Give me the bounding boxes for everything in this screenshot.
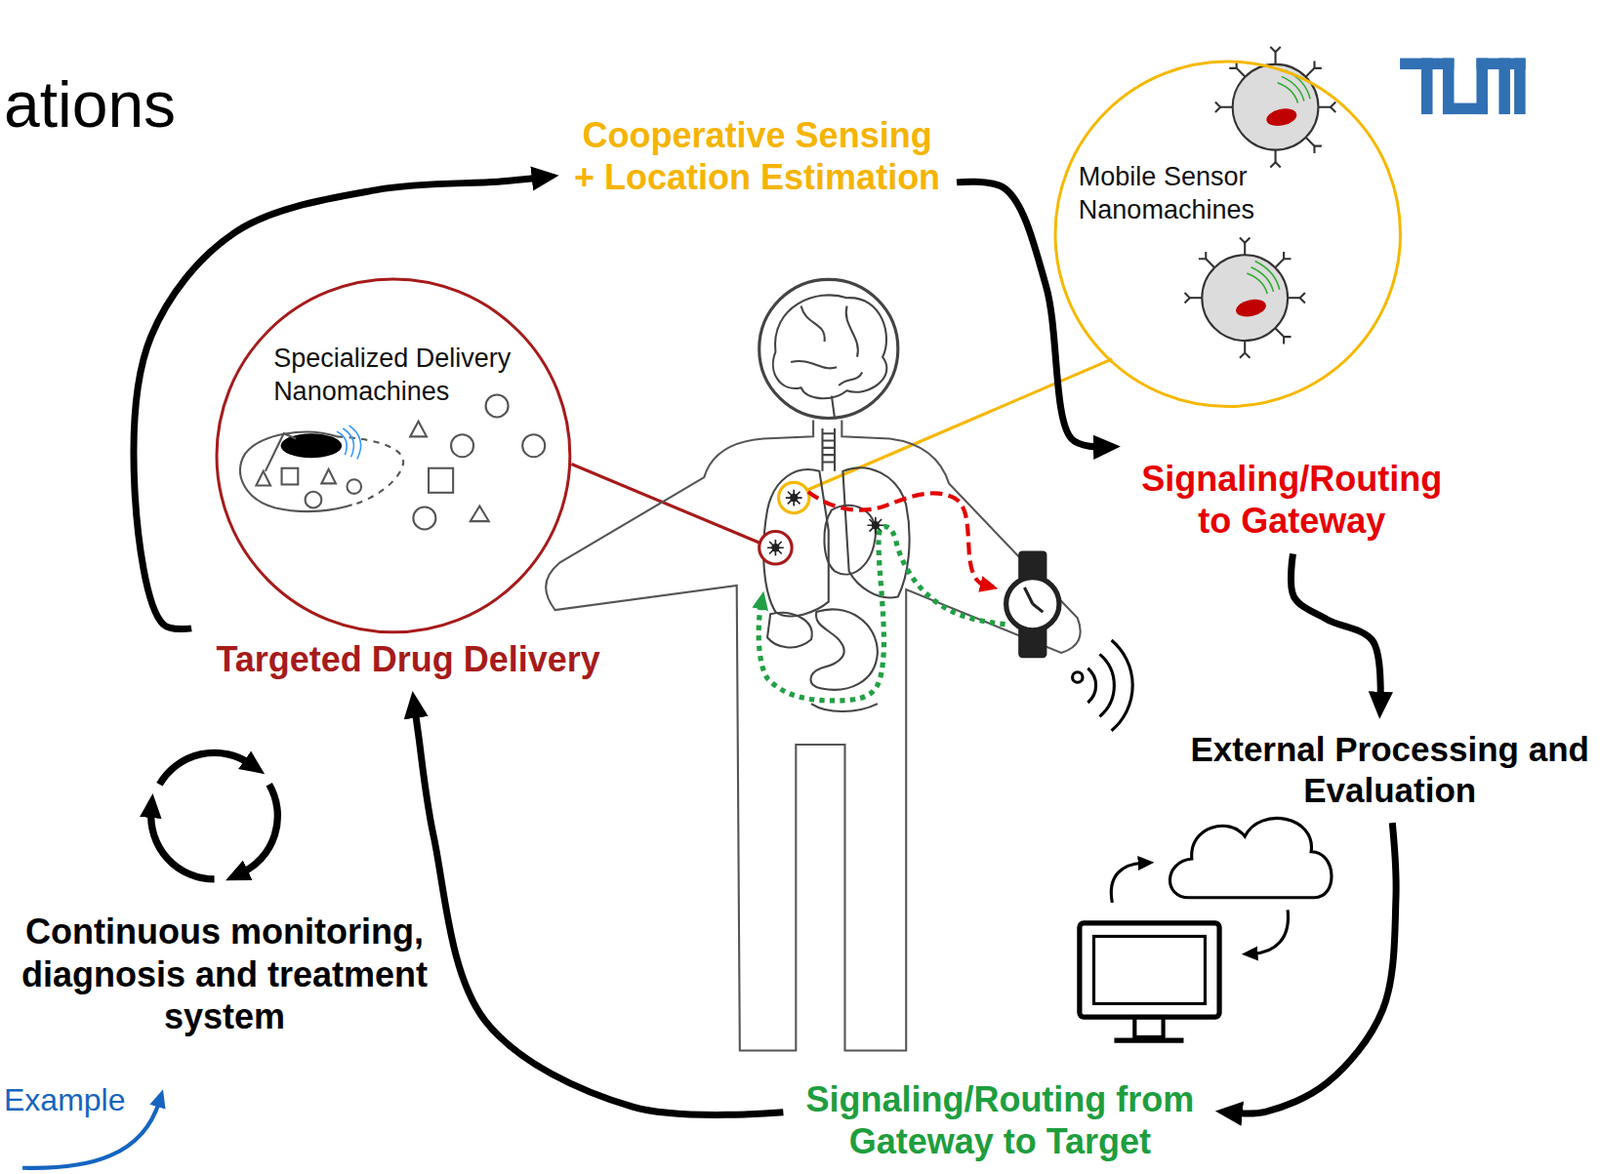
delivery-cell-part [282, 468, 299, 486]
circle-outline [1053, 59, 1402, 409]
stage-label: Signaling/Routing from Gateway to Target [790, 1074, 1209, 1167]
flow-arrow [133, 177, 540, 630]
flow-arrow [414, 709, 783, 1115]
cloud-computer-part [1079, 923, 1220, 1018]
example-note: Example [1, 1079, 163, 1121]
stage-text: Cooperative Sensing + Location Estimatio… [569, 114, 945, 199]
circle-outline [1055, 61, 1400, 407]
organs-part [823, 505, 876, 575]
text-holder: Mobile Sensor Nanomachines [1078, 161, 1279, 227]
human-body-part [545, 420, 1081, 1052]
circle-caption: Mobile Sensor Nanomachines [1078, 161, 1279, 227]
delivery-cell-part [240, 432, 353, 512]
delivery-cell-part [265, 433, 296, 472]
stage-text: Signaling/Routing to Gateway [1130, 457, 1453, 542]
tum-logo [1399, 58, 1526, 115]
cloud-computer-part [1110, 862, 1143, 903]
target-spot-part [767, 539, 784, 557]
cloud-computer-part [1169, 818, 1331, 898]
brain-head-part [790, 306, 862, 419]
delivery-cell-part [486, 394, 509, 417]
delivery-cell-part [336, 425, 362, 459]
cycle-icon [151, 752, 279, 880]
delivery-cell-part [321, 469, 336, 485]
wireless-icon-part [1087, 668, 1096, 703]
tum-logo-part [1421, 58, 1433, 115]
wireless-icon-part [1111, 640, 1134, 732]
delivery-cell-part [428, 468, 453, 493]
delivery-cell-part [410, 421, 427, 438]
target-spot [759, 482, 885, 565]
signal-path [758, 492, 1005, 701]
cloud-computer-part [1113, 1037, 1184, 1043]
signal-path-part [808, 492, 986, 586]
organs-part [842, 467, 909, 598]
cloud-computer-part [1094, 936, 1206, 1004]
target-spot-part [785, 490, 803, 507]
brain-head [759, 279, 899, 418]
delivery-cell-part [412, 506, 436, 530]
zoom-circle: Specialized Delivery Nanomachines [214, 277, 573, 635]
wireless-icon [1072, 640, 1134, 732]
stage-text: Targeted Drug Delivery [203, 638, 614, 681]
smart-watch-part [1006, 577, 1060, 631]
cloud-computer-part [1253, 909, 1289, 954]
stage-text: External Processing and Evaluation [1188, 729, 1593, 812]
trachea [821, 428, 835, 472]
signal-path-part [758, 527, 1005, 701]
delivery-cell-part [255, 471, 271, 487]
circle-outline [216, 279, 571, 633]
delivery-cell-part [346, 479, 362, 494]
flow-arrow [1290, 554, 1381, 701]
smart-watch [1006, 550, 1060, 658]
leader-line-part [571, 464, 759, 543]
delivery-cell [240, 394, 545, 530]
target-spot-part [779, 482, 810, 513]
tum-logo-part [1514, 58, 1525, 115]
text-holder: Specialized Delivery Nanomachines [273, 342, 530, 409]
stage-label: Cooperative Sensing + Location Estimatio… [565, 110, 949, 203]
trachea-part [821, 428, 835, 472]
cycle-icon-part [241, 784, 278, 874]
wireless-icon-part [1072, 672, 1083, 683]
delivery-cell-part [281, 433, 343, 458]
brain-head-part [773, 294, 887, 399]
delivery-cell-part [470, 505, 490, 522]
tum-logo-part [1498, 58, 1510, 115]
organs-part [811, 703, 878, 712]
stage-label: Targeted Drug Delivery [199, 634, 617, 685]
delivery-cell-part [522, 434, 545, 457]
flow-arrow [1233, 822, 1396, 1114]
nanomachine-icon-part [1185, 238, 1306, 359]
organs-part [810, 609, 877, 690]
stage-label: External Processing and Evaluation [1184, 725, 1597, 816]
human-body [545, 420, 1081, 1052]
delivery-cell-part [305, 492, 323, 509]
system-caption: Continuous monitoring, diagnosis and tre… [12, 908, 437, 1040]
cloud-computer-part [1134, 1017, 1163, 1038]
circle-outline [214, 277, 573, 635]
wireless-icon-part [1099, 654, 1114, 717]
cycle-icon-part [151, 810, 215, 879]
zoom-circle: Mobile Sensor Nanomachines [1053, 59, 1402, 409]
stage-label: Signaling/Routing to Gateway [1126, 453, 1457, 546]
target-spot-part [759, 532, 792, 565]
organs-part [767, 613, 813, 649]
cycle-icon-part [159, 752, 250, 784]
nanomachine-icon-part [1215, 46, 1336, 167]
smart-watch-part [1024, 587, 1043, 613]
brain-head-part [759, 279, 899, 418]
cloud-computer [1079, 818, 1332, 1041]
slide-title: ations [3, 68, 176, 143]
circle-caption: Specialized Delivery Nanomachines [273, 342, 530, 409]
stage-text: Signaling/Routing from Gateway to Target [794, 1078, 1205, 1163]
delivery-cell-part [451, 434, 474, 457]
